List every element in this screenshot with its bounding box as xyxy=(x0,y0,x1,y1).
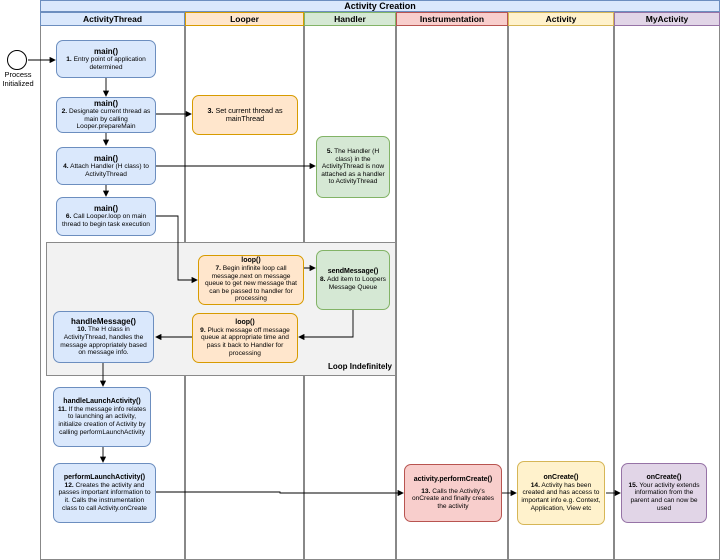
start-label: Process Initialized xyxy=(2,70,34,88)
step-15-text: Your activity extends information from t… xyxy=(630,481,700,512)
step-15-number: 15. xyxy=(628,481,638,489)
step-5-number: 5. xyxy=(326,148,333,156)
lane-header-handler: Handler xyxy=(304,12,396,26)
step-15-oncreate: onCreate() 15. Your activity extends inf… xyxy=(621,463,707,523)
step-4-main: main() 4. Attach Handler (H class) to Ac… xyxy=(56,147,156,185)
step-9-loop: loop() 9. Pluck message off message queu… xyxy=(192,313,298,363)
step-2-main: main() 2. Designate current thread as ma… xyxy=(56,97,156,133)
step-15-heading: onCreate() xyxy=(646,473,682,481)
start-node xyxy=(7,50,27,70)
step-11-text: If the message info relates to launching… xyxy=(58,405,146,436)
step-1-text: Entry point of application determined xyxy=(73,55,146,71)
step-8-number: 8. xyxy=(320,276,326,284)
lane-header-myactivity: MyActivity xyxy=(614,12,720,26)
step-12-number: 12. xyxy=(64,481,74,489)
lane-header-instrumentation: Instrumentation xyxy=(396,12,508,26)
step-8-heading: sendMessage() xyxy=(327,268,379,276)
step-12-text: Creates the activity and passes importan… xyxy=(58,481,151,512)
step-14-heading: onCreate() xyxy=(543,473,579,481)
step-7-number: 7. xyxy=(215,265,221,273)
step-4-text: Attach Handler (H class) to ActivityThre… xyxy=(70,162,149,178)
step-6-heading: main() xyxy=(94,204,118,214)
step-3-number: 3. xyxy=(207,105,214,115)
step-3-text: Set current thread as mainThread xyxy=(215,105,283,123)
step-2-text: Designate current thread as main by call… xyxy=(68,108,151,131)
step-12-performlaunchactivity: performLaunchActivity() 12. Creates the … xyxy=(53,463,156,523)
step-10-handlemessage: handleMessage() 10. The H class in Activ… xyxy=(53,311,154,363)
step-7-text: Begin infinite loop call message.next on… xyxy=(204,265,297,303)
step-7-loop: loop() 7. Begin infinite loop call messa… xyxy=(198,255,304,305)
step-9-number: 9. xyxy=(200,326,206,334)
step-9-heading: loop() xyxy=(235,318,255,326)
step-11-heading: handleLaunchActivity() xyxy=(63,397,141,405)
step-2-number: 2. xyxy=(61,108,68,116)
lane-header-activitythread: ActivityThread xyxy=(40,12,185,26)
step-1-number: 1. xyxy=(66,55,72,63)
step-10-text: The H class in ActivityThread, handles t… xyxy=(60,326,147,357)
step-12-heading: performLaunchActivity() xyxy=(63,473,146,481)
step-8-sendmessage: sendMessage() 8. Add item to Loopers Mes… xyxy=(316,250,390,310)
step-2-heading: main() xyxy=(94,99,118,109)
step-8-text: Add item to Loopers Message Queue xyxy=(326,276,386,291)
step-14-oncreate: onCreate() 14. Activity has been created… xyxy=(517,461,605,525)
arrow-12-to-13 xyxy=(156,489,404,497)
step-1-main: main() 1. Entry point of application det… xyxy=(56,40,156,78)
step-11-number: 11. xyxy=(58,405,67,413)
arrow-6-to-7 xyxy=(156,215,198,284)
step-4-heading: main() xyxy=(94,153,118,163)
step-13-number: 13. xyxy=(421,487,431,495)
lane-header-looper: Looper xyxy=(185,12,304,26)
step-13-text: Calls the Activity's onCreate and finall… xyxy=(411,487,495,510)
step-13-performcreate: activity.performCreate() 13. Calls the A… xyxy=(404,464,502,522)
lane-header-activity: Activity xyxy=(508,12,614,26)
step-4-number: 4. xyxy=(63,162,69,170)
step-14-text: Activity has been created and has access… xyxy=(521,481,601,512)
step-9-text: Pluck message off message queue at appro… xyxy=(201,326,290,357)
step-5-handler: 5. The Handler (H class) in the Activity… xyxy=(316,136,390,198)
step-5-text: The Handler (H class) in the ActivityThr… xyxy=(321,148,385,186)
loop-region-label: Loop Indefinitely xyxy=(328,362,392,371)
step-6-number: 6. xyxy=(65,213,72,221)
step-6-text: Call Looper.loop on main thread to begin… xyxy=(62,213,150,228)
step-7-heading: loop() xyxy=(241,257,261,265)
step-10-number: 10. xyxy=(77,326,87,334)
step-3-looper: 3. Set current thread as mainThread xyxy=(192,95,298,135)
arrow-8-to-9 xyxy=(298,310,354,341)
step-6-main: main() 6. Call Looper.loop on main threa… xyxy=(56,197,156,236)
step-10-heading: handleMessage() xyxy=(71,317,136,327)
step-11-handlelaunchactivity: handleLaunchActivity() 11. If the messag… xyxy=(53,387,151,447)
step-1-heading: main() xyxy=(94,46,118,56)
step-14-number: 14. xyxy=(530,481,540,489)
step-13-heading: activity.performCreate() xyxy=(413,475,493,483)
